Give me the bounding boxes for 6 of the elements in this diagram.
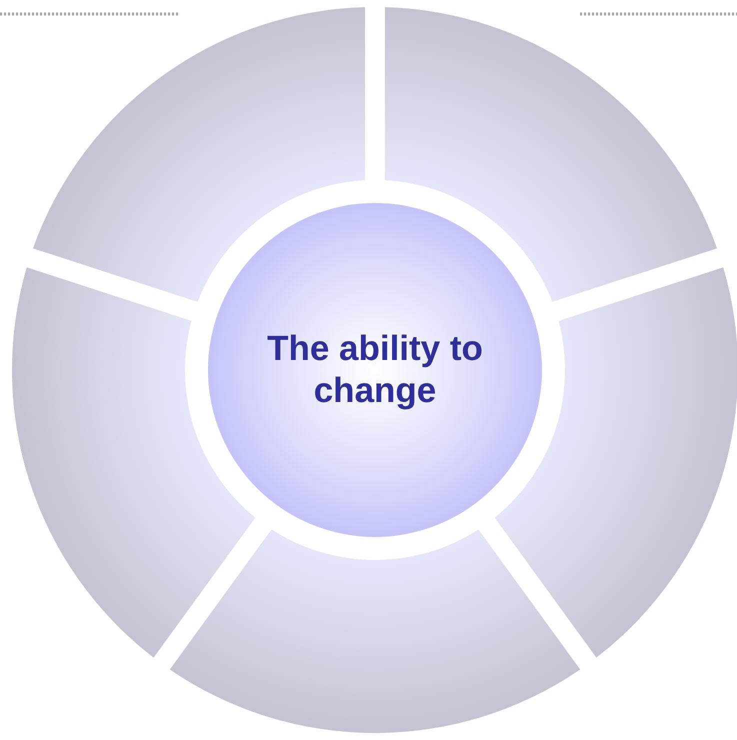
wheel-segment [494, 267, 737, 658]
wheel-segment [12, 267, 256, 658]
wheel-segment [170, 529, 580, 733]
wheel-segment [385, 7, 717, 302]
wheel-segment [33, 7, 365, 302]
center-label: The ability to change [266, 328, 484, 412]
